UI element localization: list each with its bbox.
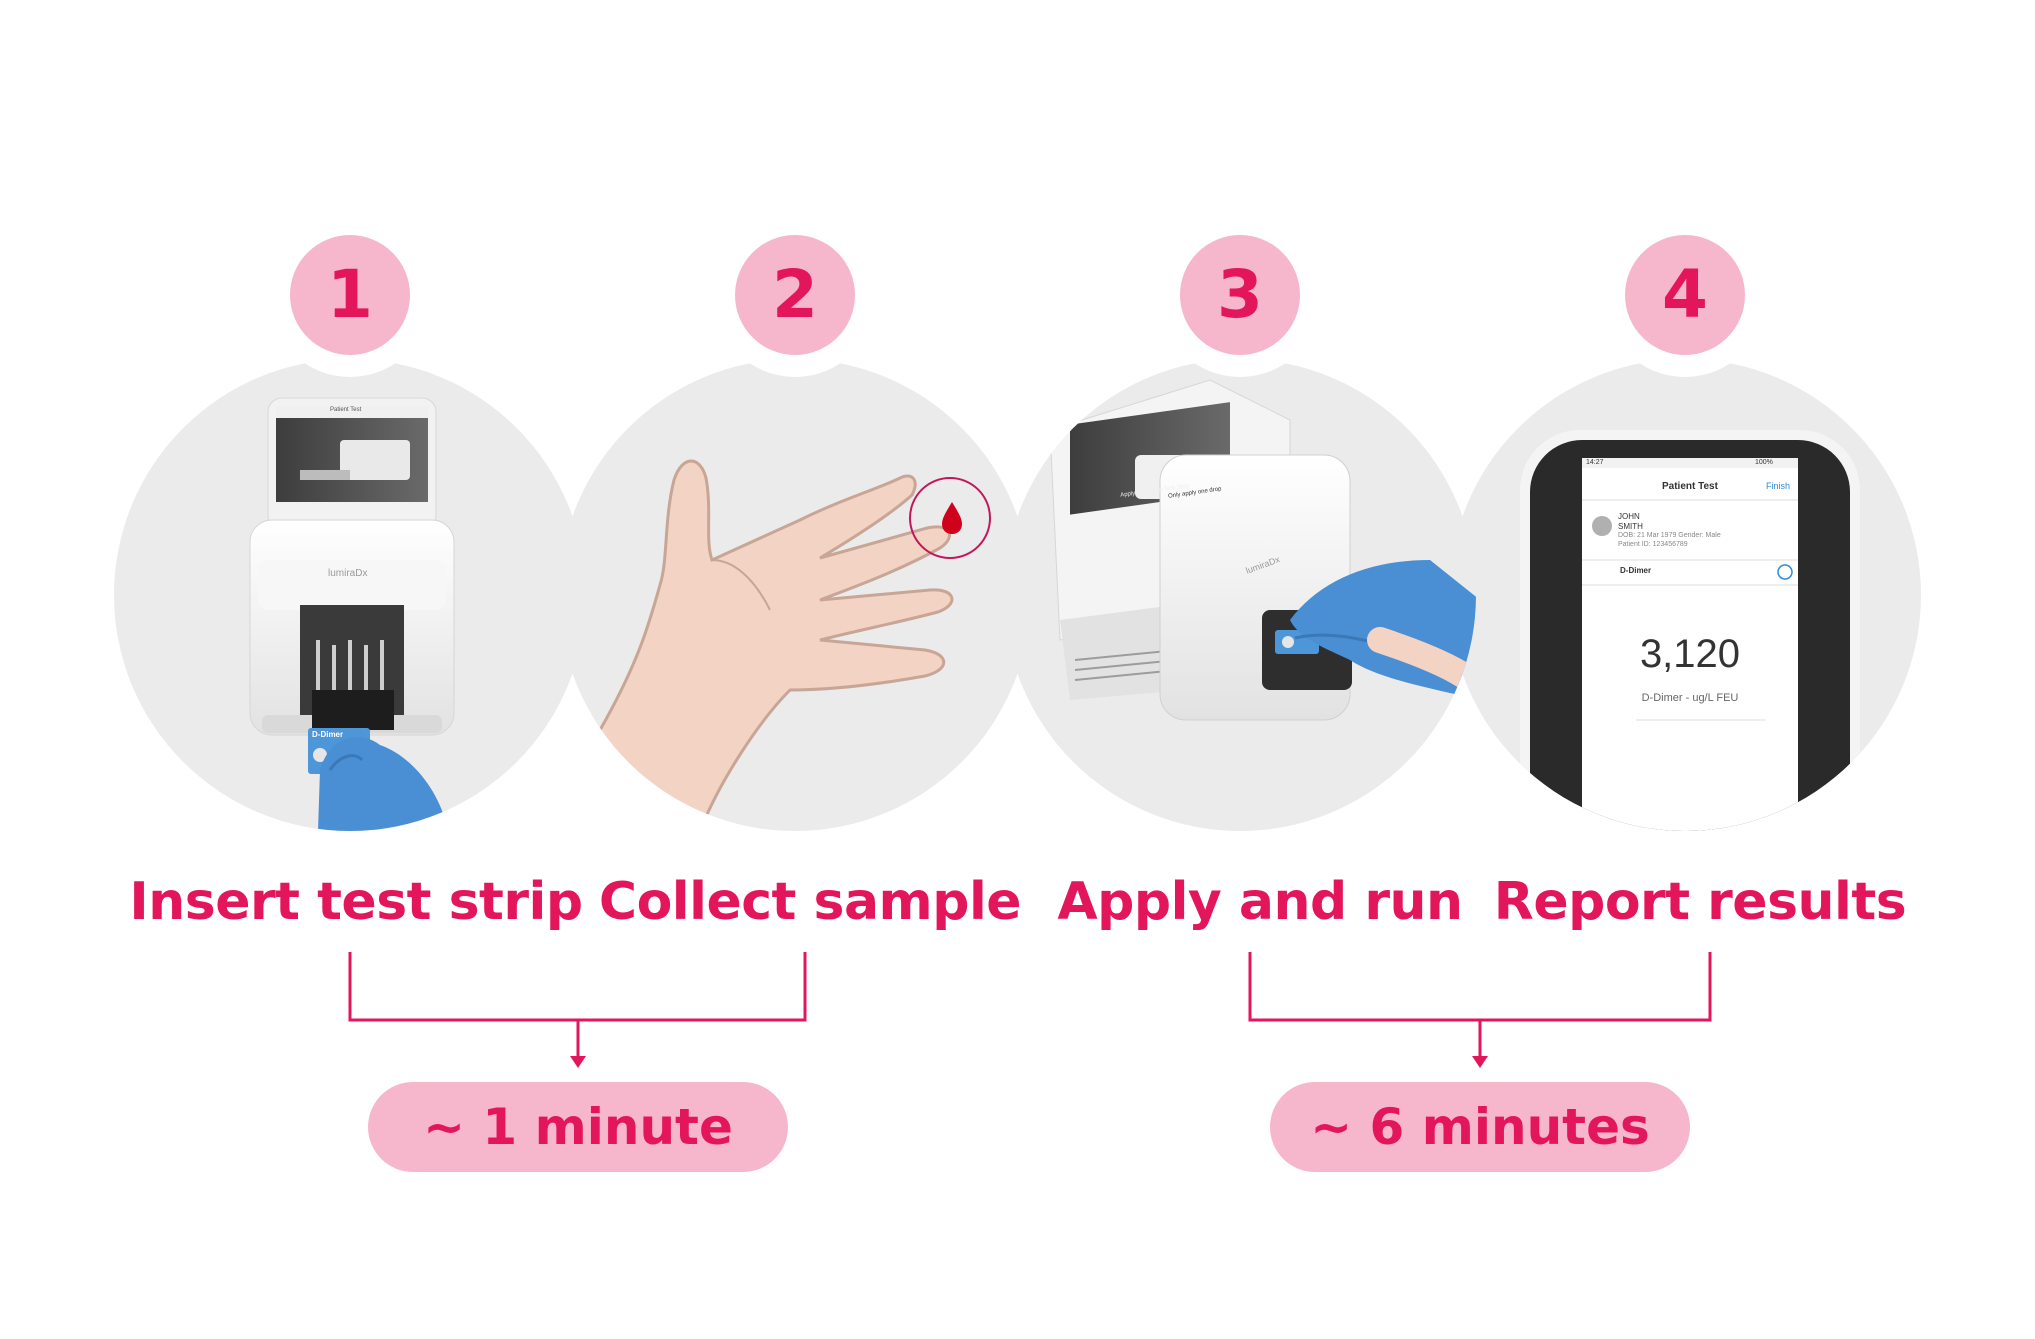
step-number-2: 2 bbox=[772, 256, 818, 333]
patient-dob: DOB: 21 Mar 1979 Gender: Male bbox=[1618, 532, 1721, 539]
strip-label: D-Dimer bbox=[312, 730, 344, 739]
hand-illustration bbox=[567, 459, 991, 831]
connector-steps-1-2 bbox=[348, 952, 807, 1060]
step-number-3: 3 bbox=[1217, 256, 1263, 333]
device-brand-label: lumiraDx bbox=[328, 568, 368, 579]
step-label-insert: Insert test strip bbox=[129, 872, 583, 932]
step-number-4: 4 bbox=[1662, 256, 1708, 333]
step3-number-badge bbox=[1180, 235, 1300, 355]
arrow-down-icon bbox=[1472, 1056, 1488, 1068]
apply-sample-illustration bbox=[1049, 379, 1476, 721]
patient-last-name: SMITH bbox=[1618, 522, 1643, 531]
finish-button[interactable]: Finish bbox=[1766, 481, 1791, 491]
phone-battery: 100% bbox=[1755, 459, 1773, 466]
step-label-report: Report results bbox=[1493, 872, 1907, 932]
step-label-collect: Collect sample bbox=[598, 872, 1022, 932]
device-screen-title: Patient Test bbox=[330, 407, 362, 413]
info-icon bbox=[1777, 564, 1793, 580]
duration-pill-2: ~ 6 minutes bbox=[1270, 1082, 1690, 1172]
result-unit: D-Dimer - ug/L FEU bbox=[1641, 692, 1739, 704]
connector-steps-3-4 bbox=[1248, 952, 1712, 1060]
blood-drop-icon bbox=[942, 502, 962, 534]
patient-id: Patient ID: 123456789 bbox=[1618, 541, 1688, 548]
step1-number-badge bbox=[290, 235, 410, 355]
patient-first-name: JOHN bbox=[1618, 512, 1640, 521]
step4-number-badge bbox=[1625, 235, 1745, 355]
phone-time: 14:27 bbox=[1586, 459, 1604, 466]
duration-pill-1: ~ 1 minute bbox=[368, 1082, 788, 1172]
result-value: 3,120 bbox=[1639, 632, 1741, 676]
device-insert-illustration bbox=[249, 397, 455, 831]
arrow-down-icon bbox=[570, 1056, 586, 1068]
phone-screen-title: Patient Test bbox=[1662, 481, 1718, 492]
phone-illustration bbox=[1520, 430, 1860, 831]
step-label-apply: Apply and run bbox=[1057, 872, 1463, 932]
step-number-1: 1 bbox=[327, 256, 373, 333]
avatar-icon bbox=[1592, 516, 1612, 536]
test-name: D-Dimer bbox=[1620, 566, 1652, 575]
step2-number-badge bbox=[735, 235, 855, 355]
